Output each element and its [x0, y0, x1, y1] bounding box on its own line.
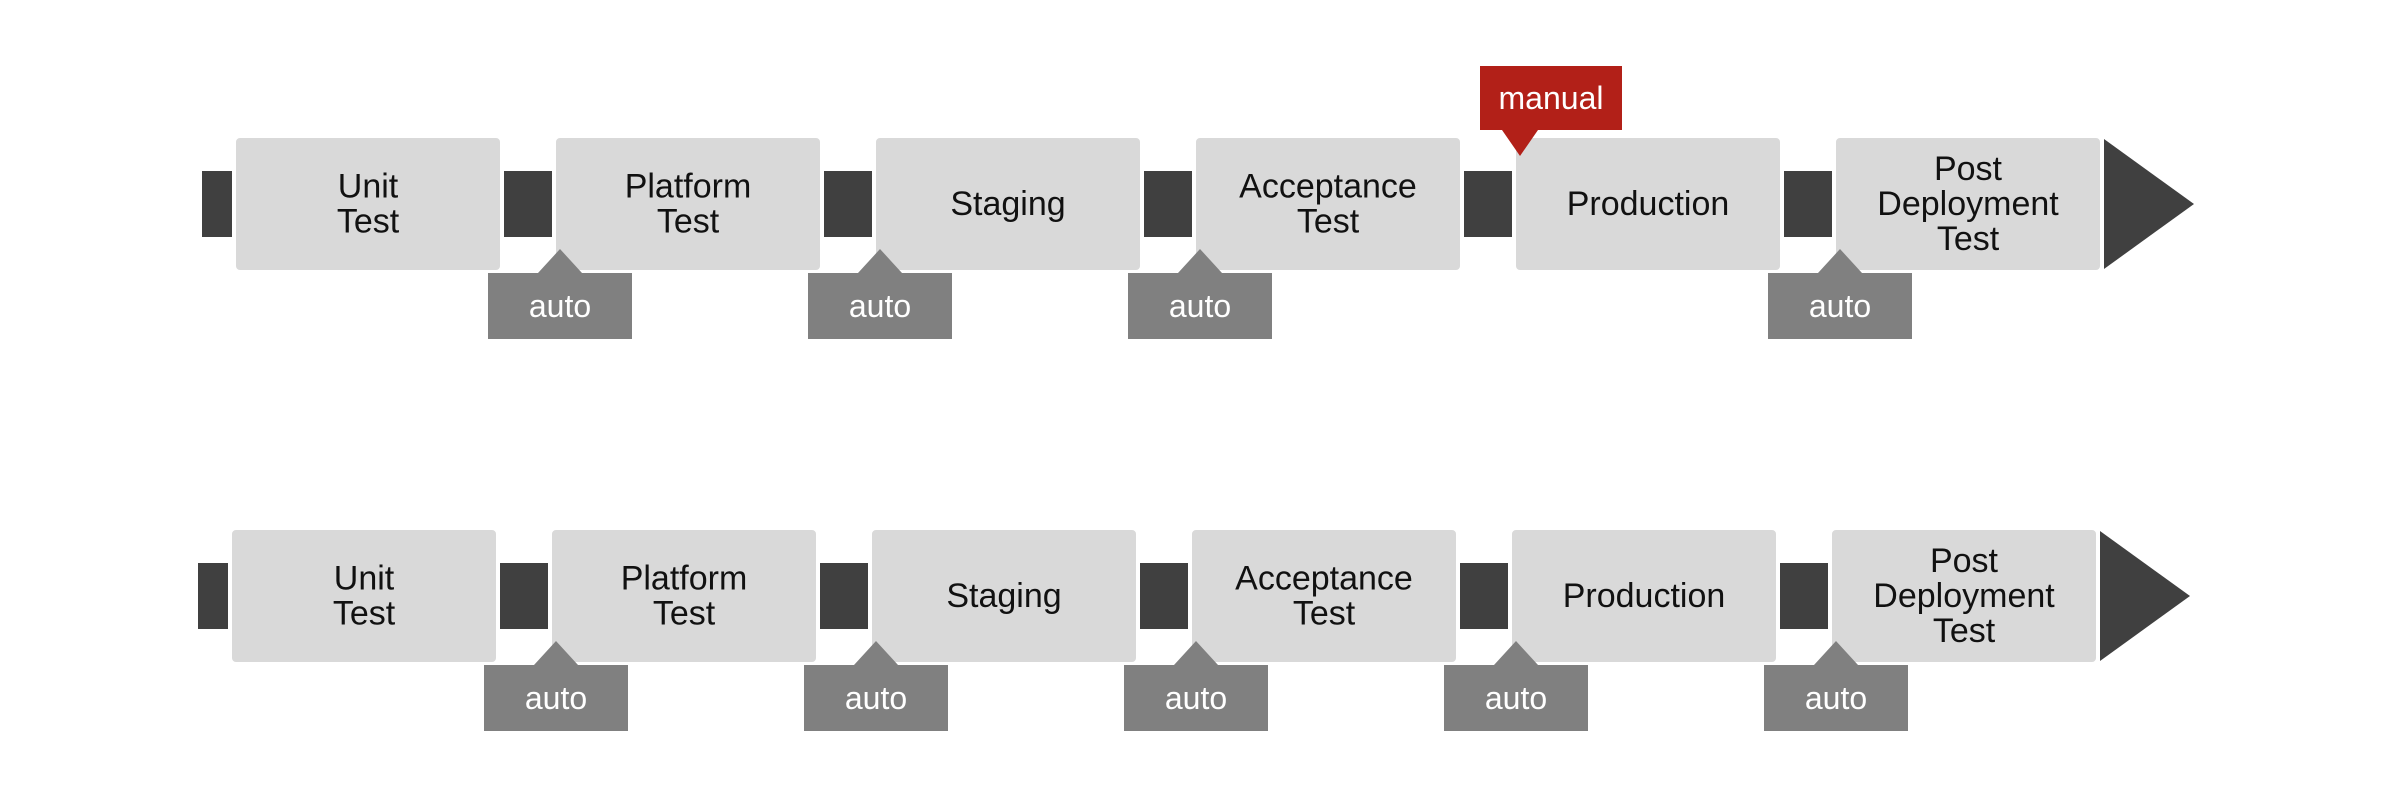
- auto-gate-tag: auto: [1124, 641, 1268, 731]
- auto-tag-label: auto: [1809, 288, 1871, 324]
- auto-tag-label: auto: [849, 288, 911, 324]
- auto-tag-label: auto: [845, 680, 907, 716]
- stage-rect: [552, 134, 824, 274]
- stage-label: Test: [1297, 203, 1360, 241]
- stage-rect: [1832, 134, 2104, 274]
- auto-gate-tag: auto: [484, 641, 628, 731]
- stage-label: Acceptance: [1239, 168, 1417, 206]
- auto-tag-label: auto: [529, 288, 591, 324]
- pipeline-bar: [202, 171, 2104, 237]
- manual-gate-callout: manual: [1480, 66, 1622, 156]
- auto-tag-label: auto: [1165, 680, 1227, 716]
- stage-rect: [232, 134, 504, 274]
- stage-label: Platform: [621, 560, 748, 598]
- stage-label: Production: [1567, 185, 1730, 223]
- auto-gate-tag: auto: [1444, 641, 1588, 731]
- pipeline-arrowhead: [2104, 139, 2194, 269]
- auto-tag-shape: [1764, 641, 1908, 731]
- auto-gate-tag: auto: [488, 249, 632, 339]
- auto-gate-tag: auto: [808, 249, 952, 339]
- auto-tag-label: auto: [1485, 680, 1547, 716]
- stage-label: Post: [1934, 150, 2003, 188]
- stage-box: Staging: [872, 134, 1144, 274]
- auto-tag-shape: [484, 641, 628, 731]
- auto-tag-shape: [1128, 249, 1272, 339]
- auto-tag-shape: [1444, 641, 1588, 731]
- stage-label: Deployment: [1877, 185, 2059, 223]
- stage-label: Acceptance: [1235, 560, 1413, 598]
- stage-label: Staging: [950, 185, 1065, 223]
- manual-callout-label: manual: [1499, 80, 1604, 116]
- stage-label: Unit: [338, 168, 399, 206]
- auto-tag-label: auto: [525, 680, 587, 716]
- stage-rect: [1512, 134, 1784, 274]
- stage-rect: [868, 526, 1140, 666]
- stage-label: Test: [657, 203, 720, 241]
- stage-rect: [548, 526, 820, 666]
- stage-rect: [1188, 526, 1460, 666]
- stage-box: Staging: [868, 526, 1140, 666]
- auto-gate-tag: auto: [1128, 249, 1272, 339]
- stage-label: Unit: [334, 560, 395, 598]
- stage-label: Production: [1563, 577, 1726, 615]
- stage-label: Deployment: [1873, 577, 2055, 615]
- auto-tag-shape: [808, 249, 952, 339]
- auto-gate-tag: auto: [1764, 641, 1908, 731]
- auto-tag-label: auto: [1805, 680, 1867, 716]
- stage-label: Test: [1293, 595, 1356, 633]
- manual-callout-shape: [1480, 66, 1622, 156]
- stage-label: Test: [653, 595, 716, 633]
- stage-box: Production: [1508, 526, 1780, 666]
- stage-label: Test: [1933, 612, 1996, 650]
- stage-rect: [1828, 526, 2100, 666]
- pipeline-arrowhead: [2100, 531, 2190, 661]
- pipeline-bar: [198, 563, 2100, 629]
- stage-rect: [872, 134, 1144, 274]
- auto-gate-tag: auto: [1768, 249, 1912, 339]
- stage-label: Post: [1930, 542, 1999, 580]
- stage-label: Platform: [625, 168, 752, 206]
- stage-rect: [1192, 134, 1464, 274]
- stage-box: Production: [1512, 134, 1784, 274]
- stage-label: Test: [1937, 220, 2000, 258]
- stage-label: Staging: [946, 577, 1061, 615]
- stage-rect: [228, 526, 500, 666]
- stage-label: Test: [337, 203, 400, 241]
- auto-tag-shape: [804, 641, 948, 731]
- stage-rect: [1508, 526, 1780, 666]
- auto-tag-shape: [1768, 249, 1912, 339]
- auto-tag-shape: [1124, 641, 1268, 731]
- auto-gate-tag: auto: [804, 641, 948, 731]
- auto-tag-label: auto: [1169, 288, 1231, 324]
- auto-tag-shape: [488, 249, 632, 339]
- stage-label: Test: [333, 595, 396, 633]
